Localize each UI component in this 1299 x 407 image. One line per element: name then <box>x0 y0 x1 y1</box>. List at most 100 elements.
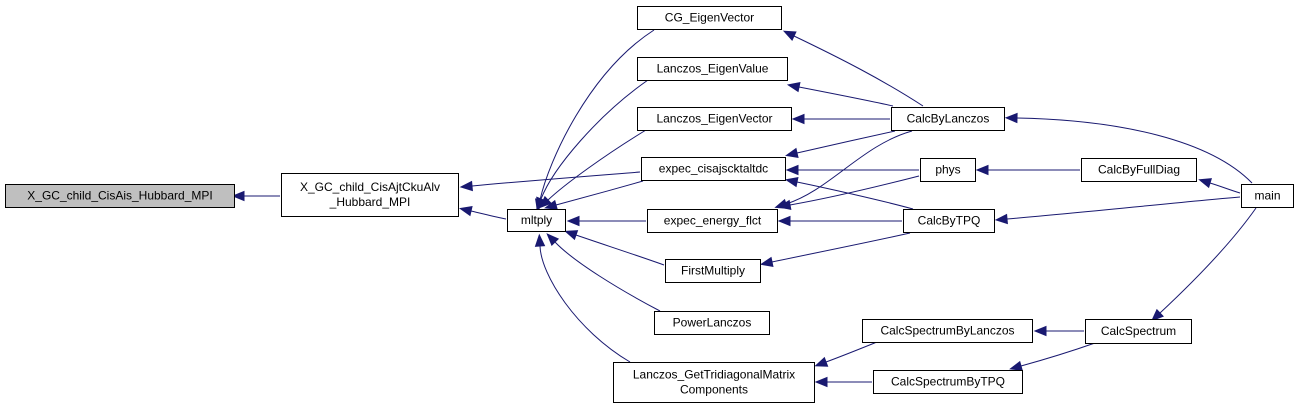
arrowhead-icon <box>1151 308 1164 322</box>
node-lanczos_eigenvector[interactable]: Lanczos_EigenVector <box>637 107 792 131</box>
node-label: mltply <box>521 213 552 227</box>
call-edge-expec_energy_flct-to-mltply <box>566 215 646 227</box>
arrowhead-icon <box>1033 325 1047 337</box>
call-edge-calcspectrumbytpq-to-lanczos_gettridiagonalmatrixcomponents <box>814 376 872 388</box>
edge-line <box>785 130 913 205</box>
edge-line <box>789 175 920 206</box>
node-x_gc_child_cisais_hubbard_mpi[interactable]: X_GC_child_CisAis_Hubbard_MPI <box>5 184 235 208</box>
node-label: expec_energy_flct <box>664 214 762 228</box>
edge-line <box>771 232 911 263</box>
node-label: X_GC_child_CisAis_Hubbard_MPI <box>27 189 212 203</box>
arrowhead-icon <box>777 215 791 227</box>
node-calcspectrumbylanczos[interactable]: CalcSpectrumByLanczos <box>862 319 1033 343</box>
arrowhead-icon <box>1009 360 1023 371</box>
call-edge-x_gc_child_cisajtckualv_hubbard_mpi-to-x_gc_child_cisais_hubbard_mpi <box>231 190 280 202</box>
arrowhead-icon <box>459 205 473 217</box>
node-expec_energy_flct[interactable]: expec_energy_flct <box>647 209 778 233</box>
node-box <box>1241 184 1294 208</box>
node-x_gc_child_cisajtckualv_hubbard_mpi[interactable]: X_GC_child_CisAjtCkuAlv_Hubbard_MPI <box>281 173 459 217</box>
node-label: CalcSpectrumByLanczos <box>880 324 1014 338</box>
node-label: CG_EigenVector <box>665 11 754 25</box>
call-edge-calcbytpq-to-expec_energy_flct <box>777 215 902 227</box>
node-box <box>1085 319 1192 344</box>
node-powerlanczos[interactable]: PowerLanczos <box>654 311 770 335</box>
node-main[interactable]: main <box>1241 184 1294 208</box>
node-phys[interactable]: phys <box>920 158 976 182</box>
arrowhead-icon <box>759 256 774 268</box>
arrowhead-icon <box>994 213 1008 225</box>
arrowhead-icon <box>534 233 546 247</box>
call-edge-calcbylanczos-to-lanczos_eigenvalue <box>786 81 894 107</box>
call-edge-expec_cisajscktaltdc-to-mltply <box>544 180 644 210</box>
edge-line <box>539 245 631 363</box>
call-edges <box>231 29 1257 388</box>
edge-line <box>796 181 914 210</box>
call-edge-calcbylanczos-to-lanczos_eigenvector <box>791 113 890 125</box>
node-calcspectrum[interactable]: CalcSpectrum <box>1085 319 1192 344</box>
node-label: CalcByFullDiag <box>1098 163 1180 177</box>
call-edge-calcbylanczos-to-cg_eigenvector <box>782 30 924 107</box>
edge-line <box>825 341 878 363</box>
node-expec_cisajscktaltdc[interactable]: expec_cisajscktaltdc <box>641 157 786 181</box>
node-label: phys <box>935 163 960 177</box>
call-edge-calcbytpq-to-expec_cisajscktaltdc <box>784 176 914 210</box>
node-firstmultiply[interactable]: FirstMultiply <box>665 259 761 283</box>
edge-line <box>555 180 644 206</box>
node-label: CalcSpectrumByTPQ <box>891 375 1005 389</box>
call-edge-expec_cisajscktaltdc-to-x_gc_child_cisajtckualv_hubbard_mpi <box>459 171 641 192</box>
node-box <box>647 209 778 233</box>
edge-line <box>1159 207 1257 314</box>
arrowhead-icon <box>566 215 580 227</box>
node-box <box>637 6 782 30</box>
edge-line <box>1020 342 1096 367</box>
arrowhead-icon <box>1004 112 1018 124</box>
edge-line <box>539 29 655 201</box>
arrowhead-icon <box>791 113 805 125</box>
node-lanczos_eigenvalue[interactable]: Lanczos_EigenValue <box>637 57 788 81</box>
node-cg_eigenvector[interactable]: CG_EigenVector <box>637 6 782 30</box>
node-box <box>903 209 995 233</box>
arrowhead-icon <box>564 230 579 241</box>
edge-line <box>796 130 896 154</box>
node-box <box>873 370 1023 394</box>
node-box <box>641 157 786 181</box>
node-calcbyfulldiag[interactable]: CalcByFullDiag <box>1081 158 1197 182</box>
node-label: CalcSpectrum <box>1101 324 1176 338</box>
arrowhead-icon <box>459 180 473 192</box>
call-edge-main-to-calcspectrum <box>1151 207 1257 322</box>
call-edge-cg_eigenvector-to-mltply <box>534 29 655 212</box>
edge-line <box>547 129 647 201</box>
arrowhead-icon <box>785 147 799 159</box>
node-calcbylanczos[interactable]: CalcByLanczos <box>891 107 1005 131</box>
node-label: CalcByLanczos <box>907 112 990 126</box>
node-label: Lanczos_EigenValue <box>657 62 769 76</box>
node-label: Lanczos_GetTridiagonalMatrix <box>633 368 795 382</box>
node-label: Components <box>680 383 748 397</box>
edge-line <box>1006 196 1241 220</box>
edge-line <box>470 210 507 220</box>
node-label: Lanczos_EigenVector <box>656 112 772 126</box>
call-edge-main-to-calcbyfulldiag <box>1198 178 1241 194</box>
node-box <box>891 107 1005 131</box>
node-mltply[interactable]: mltply <box>507 209 566 232</box>
node-calcbytpq[interactable]: CalcByTPQ <box>903 209 995 233</box>
edge-line <box>793 35 924 107</box>
arrowhead-icon <box>786 81 801 93</box>
call-edge-powerlanczos-to-mltply <box>546 233 661 312</box>
function-nodes: X_GC_child_CisAis_Hubbard_MPI X_GC_child_… <box>5 6 1294 403</box>
node-box <box>665 259 761 283</box>
call-edge-lanczos_eigenvector-to-mltply <box>538 129 647 209</box>
edge-line <box>1209 182 1241 194</box>
node-box <box>862 319 1033 343</box>
node-label: main <box>1254 189 1280 203</box>
arrowhead-icon <box>544 199 558 210</box>
node-box <box>281 173 459 217</box>
node-box <box>507 209 566 232</box>
edge-line <box>471 171 641 187</box>
node-box <box>654 311 770 335</box>
node-calcspectrumbytpq[interactable]: CalcSpectrumByTPQ <box>873 370 1023 394</box>
arrowhead-icon <box>777 199 792 211</box>
edge-line <box>1016 117 1253 184</box>
